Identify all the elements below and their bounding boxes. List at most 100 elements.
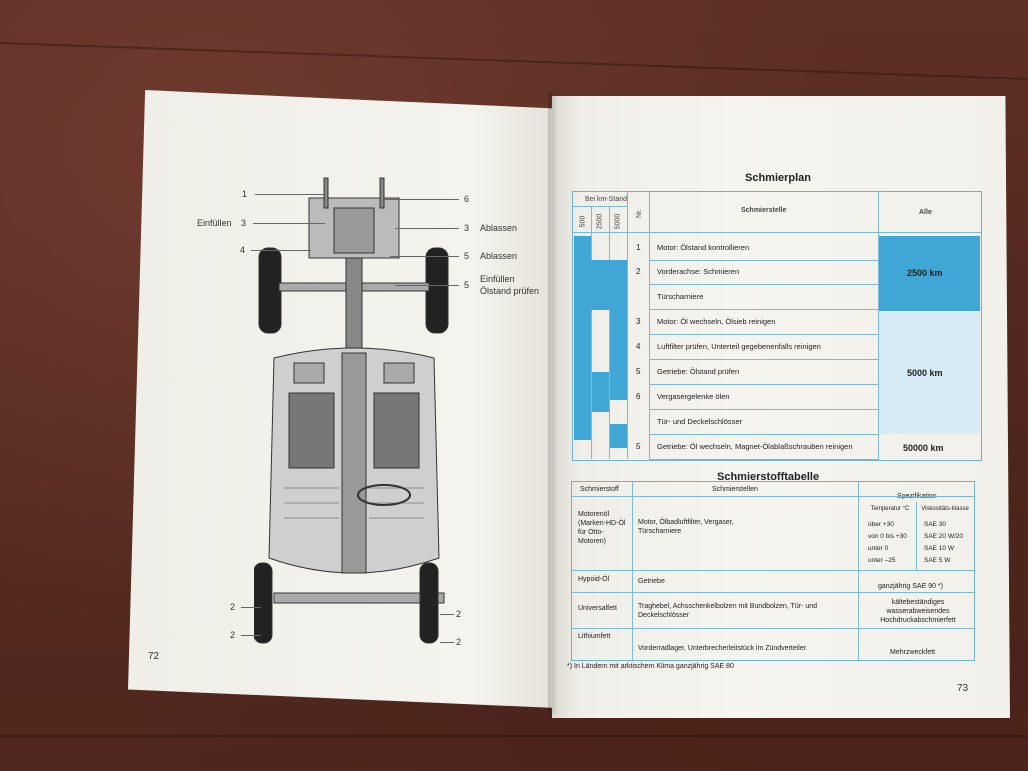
- lithium-name: Lithiumfett: [578, 633, 611, 640]
- universal-spec: kältebeständiges wasserabweisendes Hochd…: [880, 599, 956, 624]
- schmierplan-title: Schmierplan: [745, 172, 812, 184]
- callout-number: 6: [464, 194, 470, 204]
- grid-line: [572, 496, 974, 497]
- alle-header: Alle: [919, 209, 932, 216]
- grid-line: [572, 592, 974, 593]
- grid-line: [572, 628, 974, 629]
- chassis-illustration: [254, 177, 449, 644]
- grid-line: [572, 570, 974, 571]
- schmierstoff-table: Schmierstoff Schmierstellen Spezifikatio…: [571, 481, 975, 661]
- fabric-seam: [0, 735, 1028, 737]
- nr-header: Nr.: [635, 209, 643, 218]
- leader-line: [440, 614, 454, 615]
- row-text: Vorderachse: Schmieren: [657, 267, 740, 276]
- callout-label: Ablassen: [480, 251, 518, 261]
- callout-number: 3: [464, 223, 470, 233]
- interval-2500: [879, 236, 980, 311]
- row-text: Türscharniere: [657, 292, 704, 301]
- km-header: Bei km-Stand: [585, 196, 628, 203]
- universal-stellen: Traghebel, Achsschenkelbolzen mit Bundbo…: [638, 603, 817, 619]
- grid-line: [573, 206, 627, 207]
- leader-line: [255, 194, 325, 195]
- col-schmierstoff: Schmierstoff: [580, 486, 619, 493]
- row-number: 3: [636, 317, 641, 326]
- page-number: 72: [148, 651, 160, 662]
- row-line: [649, 409, 879, 410]
- row-number: 5: [636, 442, 641, 451]
- spec-visk: SAE 20 W/20: [924, 533, 964, 540]
- row-line: [649, 284, 879, 285]
- interval-label: 2500 km: [907, 268, 943, 278]
- callout-number: 2: [230, 630, 236, 640]
- hypoid-stellen: Getriebe: [638, 578, 665, 585]
- row-line: [649, 384, 879, 385]
- callout-number: 1: [242, 189, 248, 199]
- motoroel-stellen: Motor, Ölbadluftfilter, Vergaser, Türsch…: [638, 519, 734, 535]
- row-text: Motor: Öl wechseln, Ölsieb reinigen: [657, 317, 776, 326]
- km-fill: [574, 310, 591, 440]
- row-line: [649, 334, 879, 335]
- callout-number: 5: [464, 251, 470, 261]
- grid-line: [858, 482, 859, 660]
- callout-number: 4: [240, 245, 246, 255]
- row-text: Tür- und Deckelschlösser: [657, 417, 743, 426]
- km-fill: [574, 260, 627, 310]
- row-number: 6: [636, 392, 641, 401]
- spec-temp: unter –25: [868, 557, 896, 564]
- leader-line: [390, 256, 459, 257]
- row-number: 1: [636, 243, 641, 252]
- lithium-spec: Mehrzweckfett: [890, 649, 936, 656]
- row-text: Motor: Ölstand kontrollieren: [657, 243, 750, 252]
- grid-line: [609, 206, 610, 459]
- leader-line: [395, 228, 459, 229]
- row-line: [649, 434, 879, 435]
- motoroel-name: Motorenöl (Marken-HD-Öl für Otto-Motoren…: [578, 511, 626, 545]
- leader-line: [251, 250, 311, 251]
- row-text: Vergasergelenke ölen: [657, 392, 730, 401]
- grid-line: [627, 192, 628, 459]
- hypoid-spec: ganzjährig SAE 90 *): [878, 583, 943, 590]
- callout-label: Einfüllen: [480, 274, 515, 284]
- grid-line: [916, 502, 917, 570]
- km-col-2500: 2500: [596, 213, 604, 230]
- sub-temp: Temperatur °C: [870, 506, 910, 512]
- row-text: Getriebe: Ölstand prüfen: [657, 367, 740, 376]
- leader-line: [253, 223, 325, 224]
- book-spine: [548, 92, 558, 714]
- callout-label: Einfüllen: [197, 218, 232, 228]
- row-number: 4: [636, 342, 641, 351]
- row-number: 2: [636, 267, 641, 276]
- schmierplan-table: Bei km-Stand 500 2500 5000 Nr. Schmierst…: [572, 191, 982, 461]
- callout-label: Ölstand prüfen: [480, 286, 540, 296]
- leader-line: [241, 607, 261, 608]
- spec-temp: über +30: [868, 521, 894, 528]
- grid-line: [878, 192, 879, 459]
- schmierstelle-header: Schmierstelle: [741, 207, 787, 214]
- callout-number: 2: [456, 637, 462, 647]
- hypoid-name: Hypoid-Öl: [578, 576, 610, 583]
- interval-label: 5000 km: [907, 368, 943, 378]
- interval-label: 50000 km: [903, 443, 944, 453]
- row-line: [649, 260, 879, 261]
- callout-label: Ablassen: [480, 223, 518, 233]
- row-line: [649, 309, 879, 310]
- spec-temp: unter 0: [868, 545, 889, 552]
- leader-line: [440, 642, 454, 643]
- grid-line: [573, 232, 981, 233]
- interval-5000: [879, 312, 980, 434]
- row-text: Getriebe: Öl wechseln, Magnet-Ölablaßsch…: [657, 442, 853, 451]
- grid-line: [649, 192, 650, 459]
- sub-visk: Viskositäts-klasse: [921, 506, 969, 512]
- spec-temp: von 0 bis +30: [868, 533, 907, 540]
- grid-line: [591, 206, 592, 459]
- leader-line: [241, 635, 261, 636]
- schmierstofftabelle-title: Schmierstofftabelle: [717, 471, 820, 483]
- km-fill: [592, 372, 609, 412]
- row-line: [649, 459, 879, 460]
- universal-name: Universalfett: [578, 605, 617, 612]
- callout-number: 2: [230, 602, 236, 612]
- spec-visk: SAE 10 W: [924, 545, 954, 552]
- grid-line: [632, 482, 633, 660]
- leader-line: [385, 199, 459, 200]
- row-text: Luftfilter prüfen, Unterteil gegebenenfa…: [657, 342, 821, 351]
